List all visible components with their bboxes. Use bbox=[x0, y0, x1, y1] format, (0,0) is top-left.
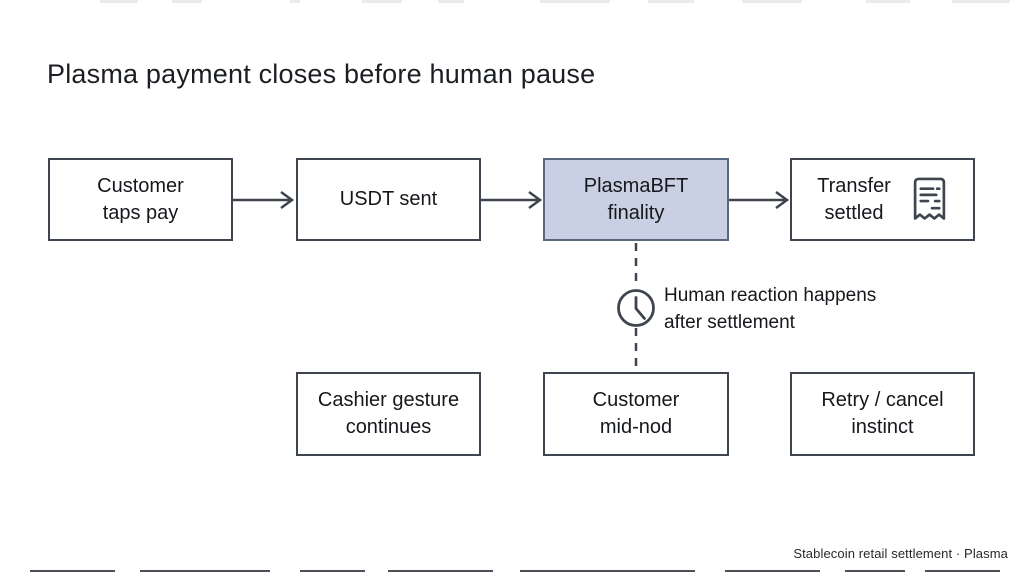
flow-step-label: USDT sent bbox=[339, 188, 438, 210]
arrow-right-icon bbox=[233, 190, 295, 210]
cropped-text-artifact-top bbox=[866, 0, 910, 3]
annotation-human-reaction: Human reaction happens after settlement bbox=[664, 285, 877, 333]
cropped-text-artifact-top bbox=[540, 0, 610, 3]
cropped-text-artifact-top bbox=[172, 0, 202, 3]
flow-step-label: Cashier gesture continues bbox=[317, 389, 460, 438]
receipt-icon bbox=[913, 177, 946, 220]
flow-step-label: Retry / cancel instinct bbox=[821, 389, 944, 438]
flow-step-label: PlasmaBFT finality bbox=[583, 174, 689, 224]
flow-step-usdt-sent: USDT sent bbox=[296, 158, 481, 241]
arrow-right-icon bbox=[729, 190, 790, 210]
cropped-text-artifact-top bbox=[290, 0, 300, 3]
flow-step-retry-cancel-instinct: Retry / cancel instinct bbox=[790, 372, 975, 456]
cropped-text-artifact-bottom bbox=[725, 570, 820, 572]
flow-step-label: Customer mid-nod bbox=[592, 389, 680, 438]
cropped-text-artifact-bottom bbox=[520, 570, 695, 572]
arrow-right-icon bbox=[481, 190, 543, 210]
cropped-text-artifact-bottom bbox=[845, 570, 905, 572]
flow-step-cashier-gesture-continues: Cashier gesture continues bbox=[296, 372, 481, 456]
cropped-text-artifact-bottom bbox=[388, 570, 493, 572]
cropped-text-artifact-top bbox=[952, 0, 1010, 3]
flow-step-customer-taps-pay: Customer taps pay bbox=[48, 158, 233, 241]
flow-step-label: Transfer settled bbox=[817, 174, 891, 224]
cropped-text-artifact-top bbox=[438, 0, 464, 3]
flow-step-label: Customer taps pay bbox=[97, 174, 184, 224]
cropped-text-artifact-top bbox=[362, 0, 402, 3]
page-title: Plasma payment closes before human pause bbox=[47, 59, 596, 90]
cropped-text-artifact-bottom bbox=[300, 570, 365, 572]
cropped-text-artifact-top bbox=[742, 0, 802, 3]
cropped-text-artifact-bottom bbox=[30, 570, 115, 572]
flow-step-transfer-settled: Transfer settled bbox=[790, 158, 975, 241]
cropped-text-artifact-bottom bbox=[140, 570, 270, 572]
cropped-text-artifact-bottom bbox=[925, 570, 1000, 572]
flow-step-plasmabft-finality: PlasmaBFT finality bbox=[543, 158, 729, 241]
cropped-text-artifact-top bbox=[100, 0, 138, 3]
cropped-text-artifact-top bbox=[648, 0, 694, 3]
footer-caption: Stablecoin retail settlement · Plasma bbox=[793, 546, 1008, 561]
clock-icon bbox=[617, 289, 655, 327]
flow-step-customer-mid-nod: Customer mid-nod bbox=[543, 372, 729, 456]
